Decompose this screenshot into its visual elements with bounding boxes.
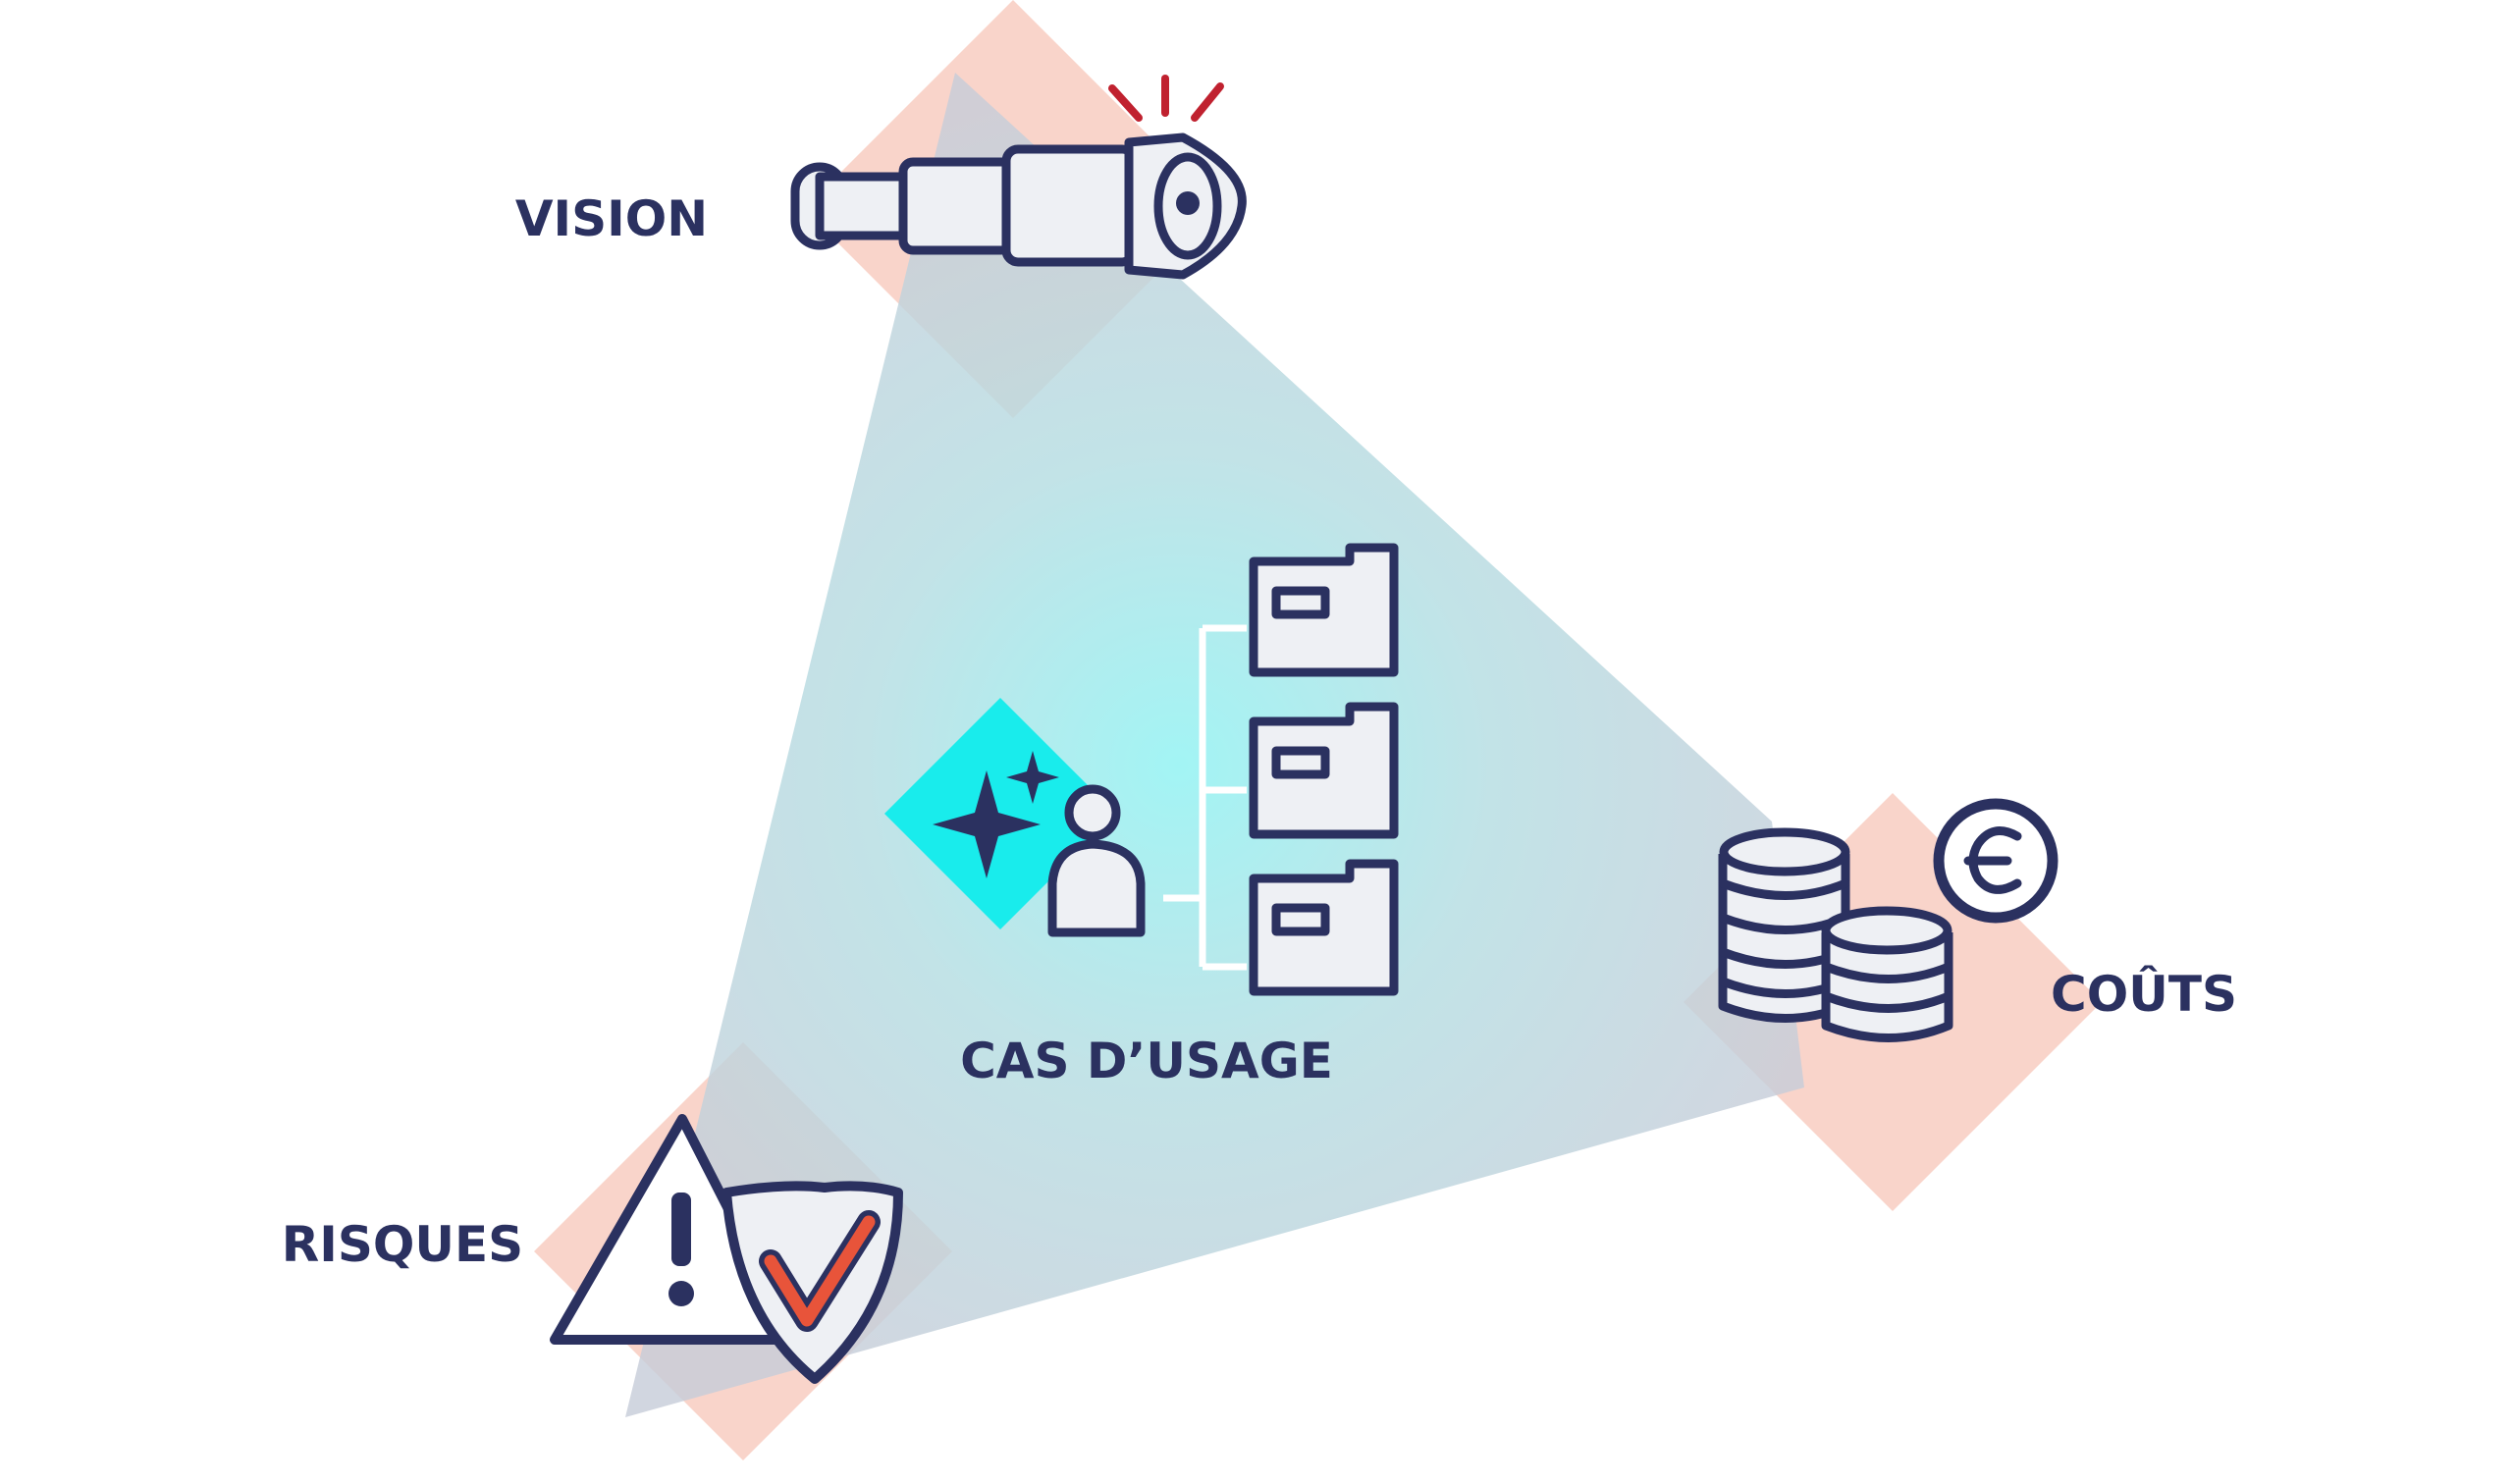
telescope-icon xyxy=(790,132,1247,280)
label-vision: VISION xyxy=(515,190,708,247)
alert-rays-icon xyxy=(1108,75,1224,122)
label-risques: RISQUES xyxy=(282,1216,523,1273)
tradeoff-triangle xyxy=(625,73,1804,1417)
euro-coin-icon xyxy=(1933,798,2059,924)
coins-stack-icon xyxy=(1718,827,1953,1042)
person-icon xyxy=(1047,784,1146,937)
folders-tree-icon xyxy=(1163,543,1399,996)
sparkles-icon xyxy=(933,751,1059,878)
label-cas-usage: CAS D’USAGE xyxy=(960,1033,1333,1089)
label-couts: COÛTS xyxy=(2051,965,2237,1023)
shield-check-icon xyxy=(722,1181,903,1384)
